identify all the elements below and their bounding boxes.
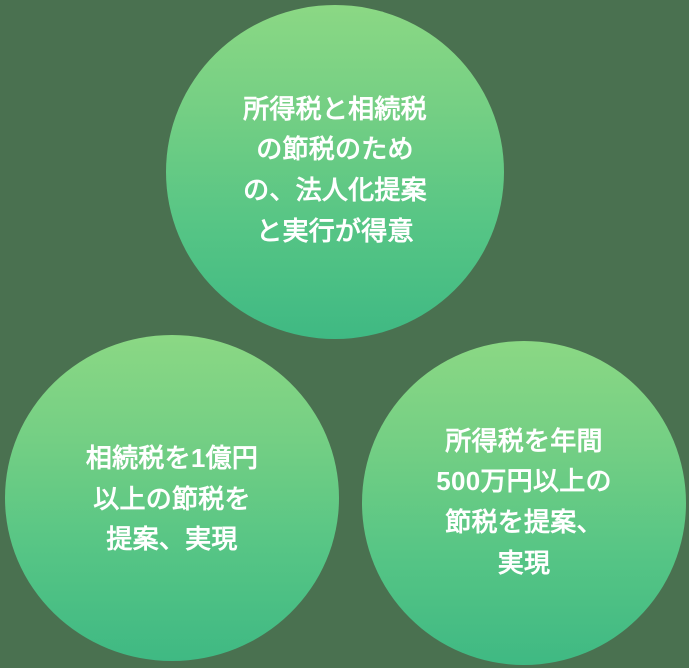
strength-circle-income-tax-saving-label: 所得税を年間 500万円以上の 節税を提案、 実現	[436, 425, 612, 578]
strength-circle-corporate-proposal: 所得税と相続税 の節税のため の、法人化提案 と実行が得意	[166, 5, 504, 339]
strength-circle-inheritance-tax-saving-label: 相続税を1億円 以上の節税を 提案、実現	[85, 443, 259, 555]
strength-circle-income-tax-saving: 所得税を年間 500万円以上の 節税を提案、 実現	[362, 341, 686, 665]
strength-circle-corporate-proposal-label: 所得税と相続税 の節税のため の、法人化提案 と実行が得意	[243, 93, 427, 246]
strength-circle-inheritance-tax-saving: 相続税を1億円 以上の節税を 提案、実現	[5, 335, 339, 661]
